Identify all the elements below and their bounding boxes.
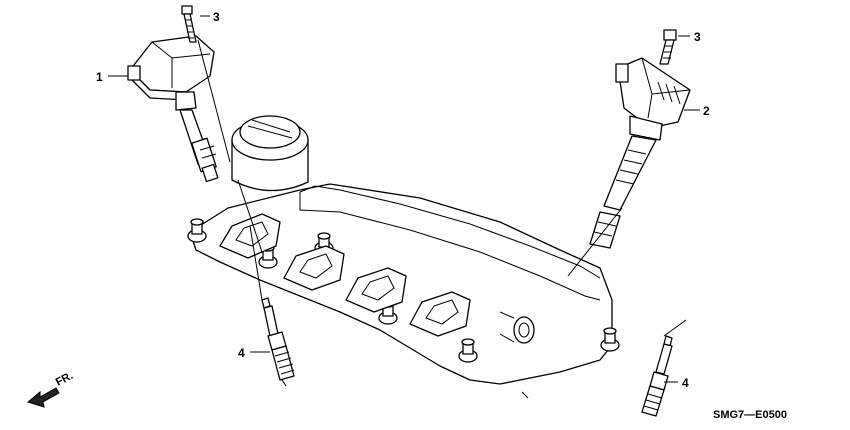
coil-pocket (219, 213, 281, 259)
ignition-coil-right (589, 57, 691, 249)
spark-plug-right (641, 335, 673, 417)
cover-bolt (187, 218, 207, 243)
coil-bolt-right (659, 29, 677, 65)
diagram-code: SMG7—E0500 (713, 409, 787, 421)
cover-bolt (600, 327, 620, 352)
callout-1: 1 (96, 70, 103, 84)
callout-3-left: 3 (213, 10, 220, 24)
leader-lines (108, 15, 700, 383)
coil-pocket (283, 245, 345, 291)
callout-4-right: 4 (682, 376, 689, 390)
callout-3-right: 3 (694, 30, 701, 44)
callout-2: 2 (703, 104, 710, 118)
coil-pocket (409, 291, 471, 337)
pcv-outlet (499, 311, 535, 344)
cover-bolt (458, 338, 478, 363)
front-direction-arrow-icon (26, 387, 60, 408)
cylinder-head-cover (187, 183, 620, 385)
oil-filler-cap (231, 115, 309, 192)
alignment-lines (197, 39, 687, 399)
spark-plug-left (261, 297, 295, 387)
coil-bolt-left (181, 5, 197, 43)
callout-4-left: 4 (238, 346, 245, 360)
front-marker-label: FR. (54, 370, 75, 389)
ignition-coil-left (127, 35, 219, 183)
coil-pocket (345, 267, 407, 313)
